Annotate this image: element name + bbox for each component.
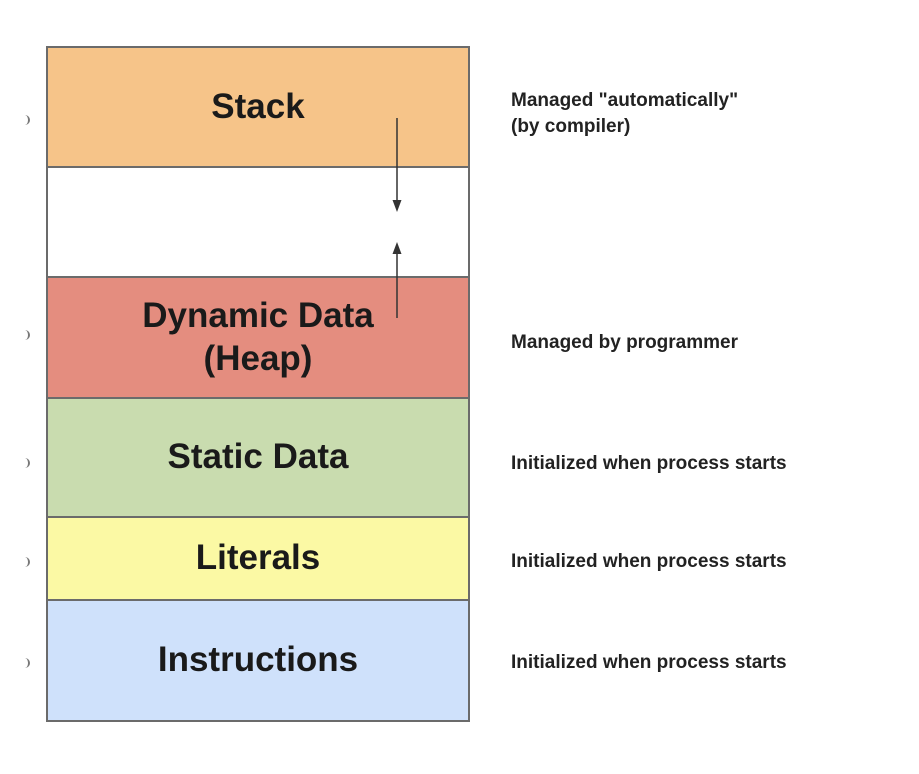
stack-note-line1: Managed "automatically" [511, 90, 739, 111]
stack-label: Stack [211, 86, 305, 126]
static-data-label: Static Data [167, 437, 349, 477]
heap-segment: Dynamic Data (Heap) [48, 278, 468, 399]
stack-note-line2: (by compiler) [511, 115, 631, 137]
static-data-note: Initialized when process starts [511, 453, 787, 474]
instructions-label: Instructions [157, 640, 359, 680]
heap-note: Managed by programmer [511, 332, 738, 353]
edge-mark [24, 330, 30, 340]
instructions-segment: Instructions [48, 601, 468, 720]
edge-mark [24, 557, 30, 567]
free-space-segment [48, 168, 468, 278]
edge-mark [24, 458, 30, 468]
memory-layout-diagram: Stack Dynamic Data (Heap) Static Data Li… [46, 46, 470, 722]
literals-note: Initialized when process starts [511, 551, 787, 572]
instructions-note: Initialized when process starts [511, 652, 787, 673]
static-data-segment: Static Data [48, 399, 468, 518]
stack-note: Managed "automatically" (by compiler) [511, 88, 738, 139]
heap-label-line2: (Heap) [203, 338, 313, 378]
heap-label-line1: Dynamic Data [142, 295, 374, 335]
edge-mark [24, 115, 30, 125]
literals-segment: Literals [48, 518, 468, 601]
edge-mark [24, 658, 30, 668]
stack-segment: Stack [48, 48, 468, 168]
literals-label: Literals [195, 538, 321, 578]
